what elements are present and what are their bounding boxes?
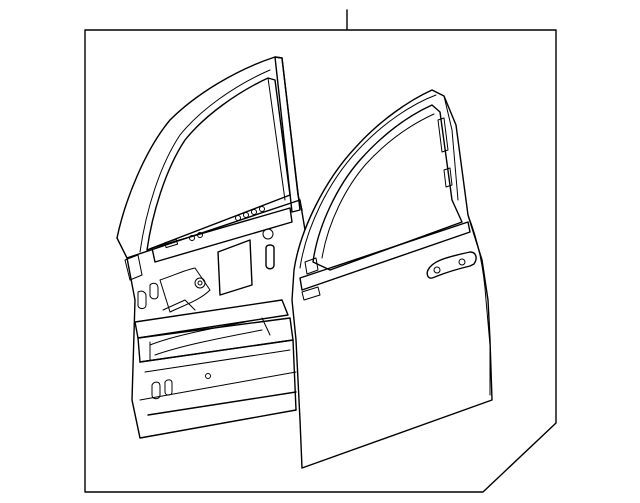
door-outer-shell [291,89,493,469]
diagram-border [84,29,557,493]
door-inner-frame [116,56,306,439]
rail-holes [164,206,265,249]
